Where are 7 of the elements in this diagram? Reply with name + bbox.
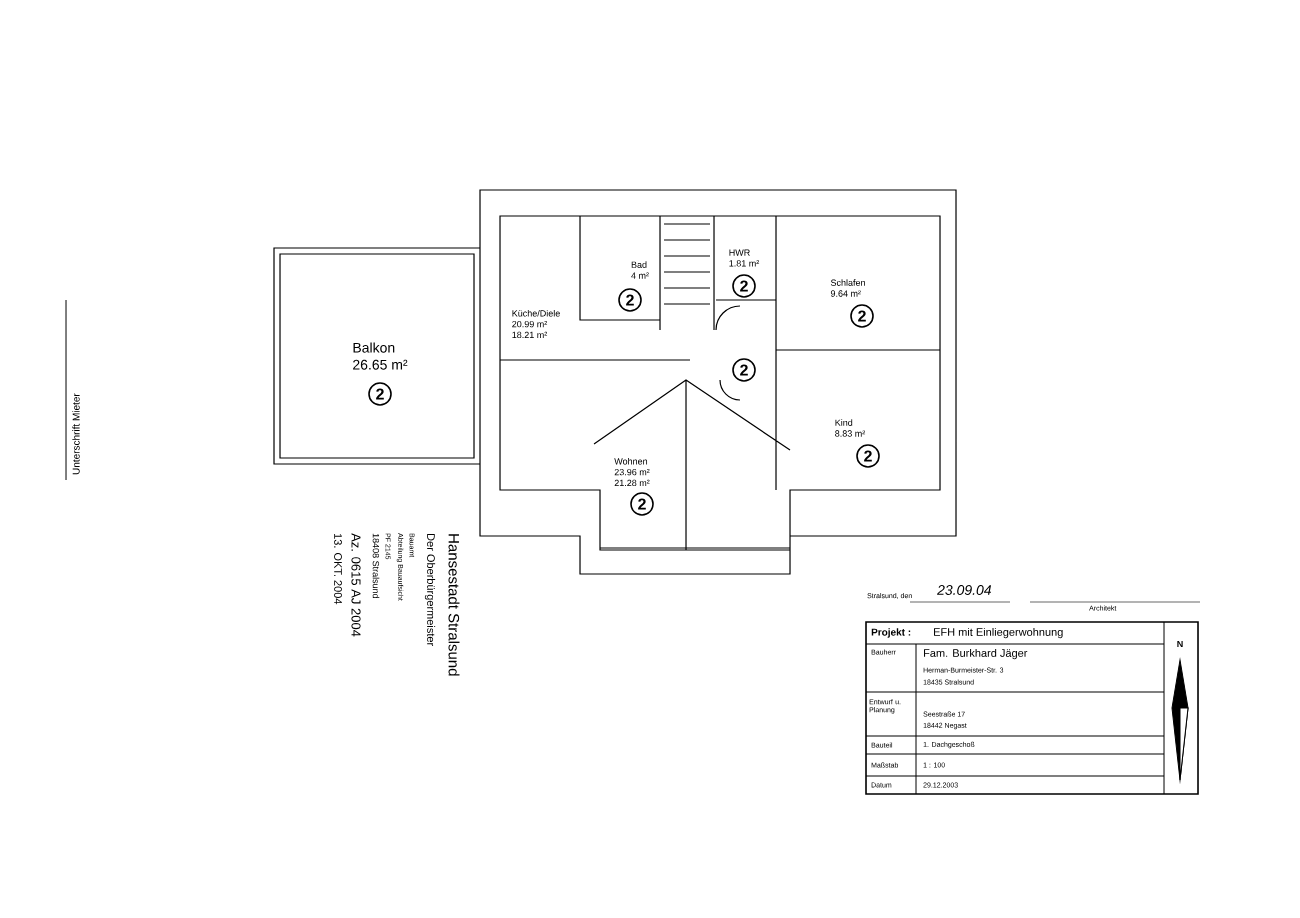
circled-number: 2 xyxy=(618,288,642,312)
circled-number: 2 xyxy=(630,492,654,516)
circled-number: 2 xyxy=(856,444,880,468)
circled-number: 2 xyxy=(732,358,756,382)
circled-number: 2 xyxy=(732,274,756,298)
circled-number: 2 xyxy=(850,304,874,328)
circled-number: 2 xyxy=(368,382,392,406)
